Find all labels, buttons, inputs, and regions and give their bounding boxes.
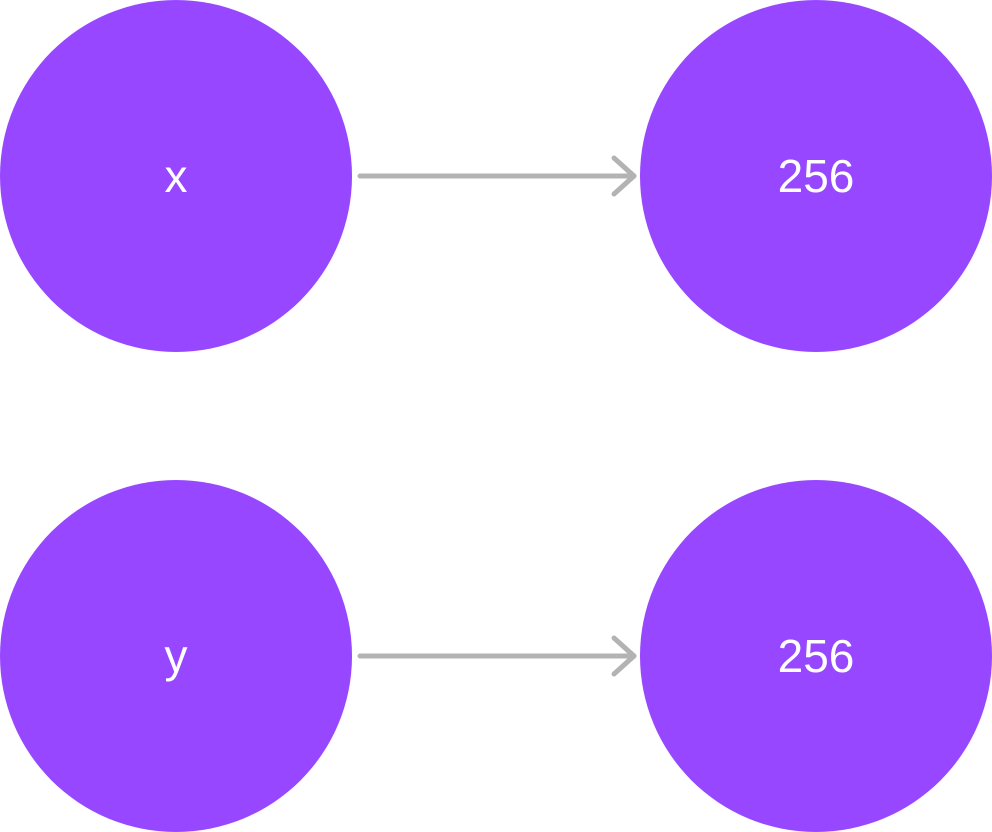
node-label: x [164,150,188,202]
node-label: y [164,630,188,682]
arrow-x-to-value [357,155,637,197]
arrow-head [611,635,637,677]
value-node-y: 256 [640,480,992,832]
value-node-x: 256 [640,0,992,352]
node-label: 256 [777,630,855,682]
arrow-y-to-value [357,635,637,677]
variable-node-x: x [0,0,352,352]
node-label: 256 [777,150,855,202]
variable-node-y: y [0,480,352,832]
arrow-head [611,155,637,197]
